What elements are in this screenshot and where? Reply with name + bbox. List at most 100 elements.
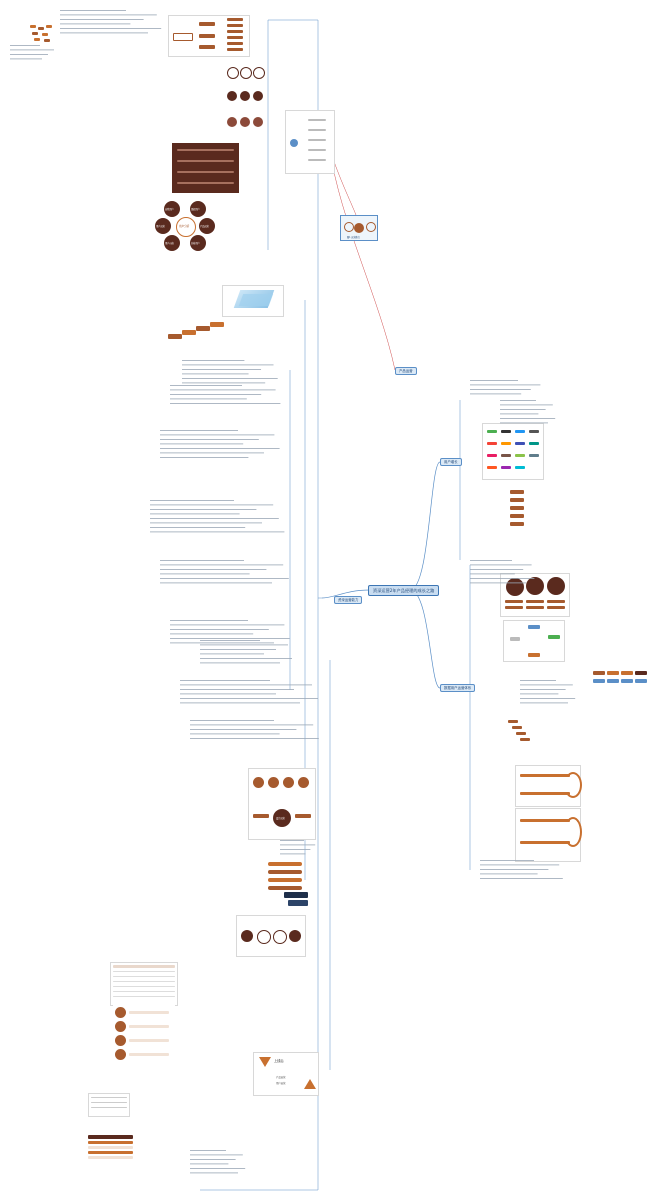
leaf-line (170, 403, 281, 404)
persona-label: 用户运营 (156, 225, 165, 228)
leaf-line (470, 582, 526, 584)
org-chart-figure (168, 15, 250, 57)
leaf-line (500, 404, 553, 406)
leaf-line (10, 45, 40, 46)
leaf-line (520, 698, 576, 699)
staircase-figure (168, 320, 228, 342)
sequence-figure: 设计运营 (248, 768, 316, 840)
tree-diagram-figure (285, 110, 335, 174)
leaf-line (200, 662, 280, 664)
leaf-line (520, 689, 566, 690)
leaf-line (200, 644, 288, 646)
leaf-line (160, 452, 264, 454)
persona-label: 自我用户 (165, 208, 174, 211)
leaf-line (160, 448, 280, 449)
leaf-line (500, 409, 546, 410)
flow-arrow-figure-1 (515, 765, 582, 807)
leaf-line (182, 360, 245, 361)
process-list-figure (113, 1005, 175, 1063)
leaf-line (180, 693, 276, 695)
leaf-line (520, 680, 556, 681)
dark-table-figure (172, 143, 239, 193)
leaf-line (190, 724, 314, 726)
leaf-line (470, 573, 515, 575)
leaf-line (200, 649, 276, 650)
leaf-line (60, 10, 126, 11)
brand-logo-figure (482, 423, 544, 480)
leaf-line (182, 373, 249, 375)
leaf-line (160, 573, 250, 575)
leaf-line (180, 702, 300, 704)
leaf-line (280, 849, 311, 850)
leaf-line (190, 1172, 238, 1174)
leaf-line (500, 418, 556, 419)
leaf-line (160, 564, 284, 566)
leaf-line (160, 569, 267, 570)
branch-user-growth[interactable]: 用户增长 (440, 458, 462, 467)
leaf-line (60, 14, 157, 16)
leaf-line (160, 578, 289, 579)
leaf-line (190, 738, 319, 739)
root-node[interactable]: 资深运营2年产品经理的成长之路 (368, 585, 440, 597)
right-mid-figure (503, 620, 565, 662)
leaf-line (160, 443, 244, 445)
leaf-line (480, 878, 563, 879)
leaf-line (480, 873, 538, 875)
leaf-line (160, 439, 259, 440)
branch-data-ops[interactable]: 数据用户运营体系 (440, 684, 476, 693)
leaf-line (180, 698, 318, 699)
leaf-line (10, 49, 54, 51)
leaf-line (190, 729, 297, 730)
leaf-line (200, 658, 292, 659)
leaf-line (170, 629, 269, 630)
leaf-line (520, 702, 568, 704)
leaf-line (480, 860, 534, 861)
leaf-line (170, 633, 254, 635)
branch-senior-ops[interactable]: 资深运营能力 (334, 596, 363, 605)
persona-label: 组织用户 (191, 208, 200, 211)
leaf-line (10, 58, 42, 60)
right-tag-list (510, 490, 530, 530)
leaf-line (60, 19, 144, 20)
leaf-line (170, 638, 290, 639)
right-steps (508, 720, 548, 750)
leaf-line (182, 382, 266, 384)
leaf-line (160, 582, 272, 584)
leaf-line (200, 640, 260, 641)
leaf-line (520, 684, 573, 686)
leaf-line (180, 680, 270, 681)
leaf-line (160, 430, 238, 431)
leaf-line (500, 400, 536, 401)
leaf-line (150, 509, 257, 510)
leaf-line (170, 394, 262, 395)
leaf-line (190, 1150, 226, 1151)
leaf-line (182, 378, 278, 379)
leaf-line (470, 384, 541, 386)
center-ops-figure: 图1 运营能力 (340, 215, 378, 241)
persona-label: 分析用户 (191, 242, 200, 245)
funnel-label: 用户运营 (276, 1082, 286, 1085)
leaf-line (190, 720, 274, 721)
leaf-line (182, 369, 262, 370)
leaf-line (190, 733, 280, 735)
leaf-line (170, 385, 242, 386)
circle-flow-figure (236, 915, 306, 957)
leaf-line (182, 364, 274, 366)
navy-box-figure (284, 892, 308, 910)
leaf-line (160, 457, 249, 458)
leaf-line (500, 422, 548, 424)
leaf-line (180, 689, 294, 690)
leaf-line (10, 54, 48, 55)
branch-product-ops[interactable]: 产品运营 (395, 367, 417, 376)
vertical-steps (268, 862, 308, 892)
leaf-line (150, 527, 246, 528)
circle-figure-right (500, 573, 570, 617)
leaf-line (190, 1154, 243, 1156)
leaf-line (470, 578, 535, 579)
sequence-center-label: 设计运营 (276, 817, 285, 820)
leaf-line (190, 1163, 229, 1165)
leaf-line (160, 560, 244, 561)
leaf-line (150, 518, 279, 519)
